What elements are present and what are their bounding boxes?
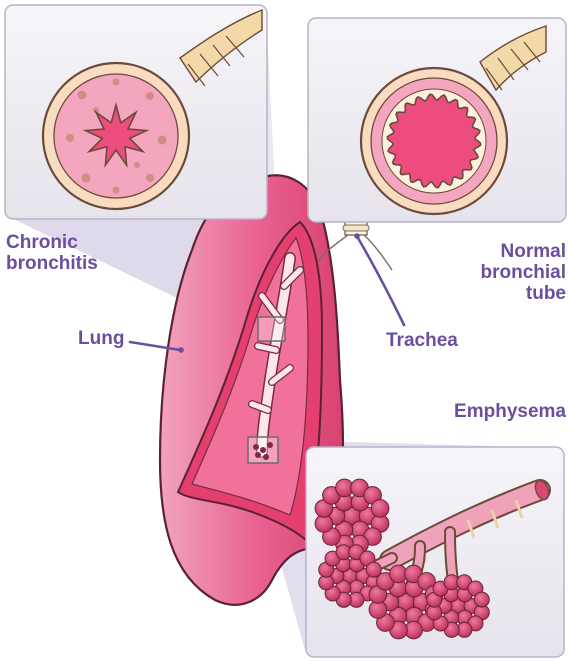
chronic-bronchitis-label: Chronic bronchitis: [6, 232, 98, 274]
emphysema-label: Emphysema: [454, 401, 566, 422]
normal-bronchial-tube-label: Normal bronchial tube: [480, 241, 566, 304]
lung-label: Lung: [78, 328, 124, 349]
trachea-label: Trachea: [386, 330, 458, 351]
